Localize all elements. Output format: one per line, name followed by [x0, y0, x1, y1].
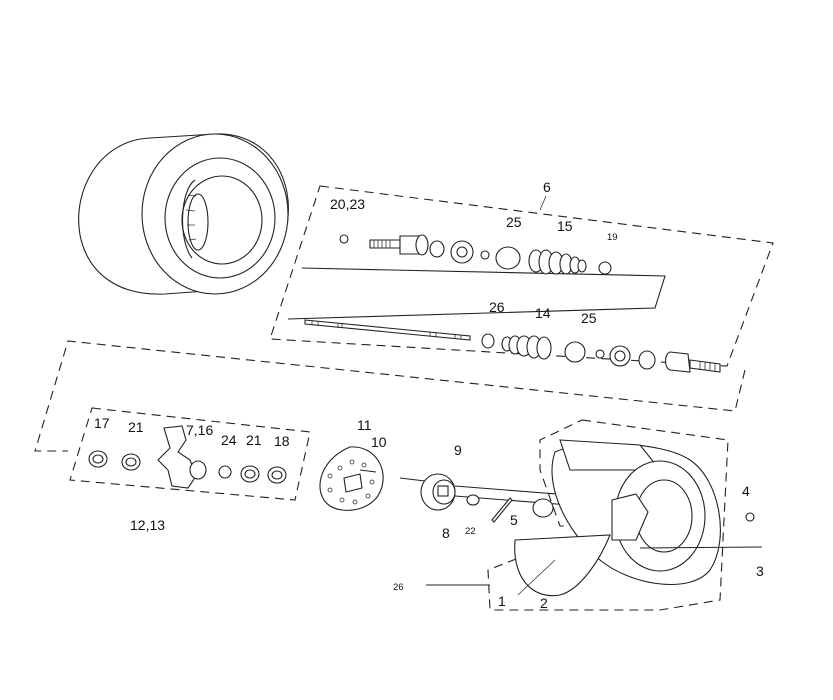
callout-15: 15 [557, 218, 573, 234]
callout-20-23: 20,23 [330, 196, 365, 212]
callout-3: 3 [756, 563, 764, 579]
knuckle-parts [88, 425, 287, 489]
brake-disc [319, 446, 384, 511]
callout-4: 4 [742, 483, 750, 499]
driveshaft-lower [304, 319, 721, 373]
callout-18: 18 [274, 433, 290, 449]
callout-26-lower: 26 [393, 582, 404, 593]
wheel-group-outline [487, 419, 729, 611]
leader-lines [426, 195, 556, 596]
callout-24: 24 [221, 432, 237, 448]
callout-21-right: 21 [246, 432, 262, 448]
callout-25-lower: 25 [581, 310, 597, 326]
callout-12-13: 12,13 [130, 517, 165, 533]
callout-8: 8 [442, 525, 450, 541]
callout-10: 10 [371, 434, 387, 450]
callout-26-upper: 26 [489, 299, 505, 315]
outer-cv-joint-upper [369, 234, 521, 270]
callout-2: 2 [540, 595, 548, 611]
callout-labels: 6 20,23 25 15 19 26 14 25 17 21 7,16 24 … [94, 179, 764, 611]
axle-link-outline [34, 340, 746, 452]
rear-tire-drawing [78, 133, 289, 295]
front-tire-drawing [514, 439, 763, 597]
callout-6: 6 [543, 179, 551, 195]
callout-21-left: 21 [128, 419, 144, 435]
callout-1: 1 [498, 593, 506, 609]
callout-17: 17 [94, 415, 110, 431]
callout-25-upper: 25 [506, 214, 522, 230]
driveshaft-group-outline [269, 185, 774, 367]
callout-5: 5 [510, 512, 518, 528]
callout-9: 9 [454, 442, 462, 458]
callout-11: 11 [357, 417, 372, 433]
callout-14: 14 [535, 305, 551, 321]
callout-22: 22 [465, 526, 476, 537]
callout-7-16: 7,16 [186, 422, 213, 438]
knuckle-group-outline [69, 407, 311, 501]
boot-15 [339, 234, 612, 275]
callout-19: 19 [607, 232, 618, 243]
